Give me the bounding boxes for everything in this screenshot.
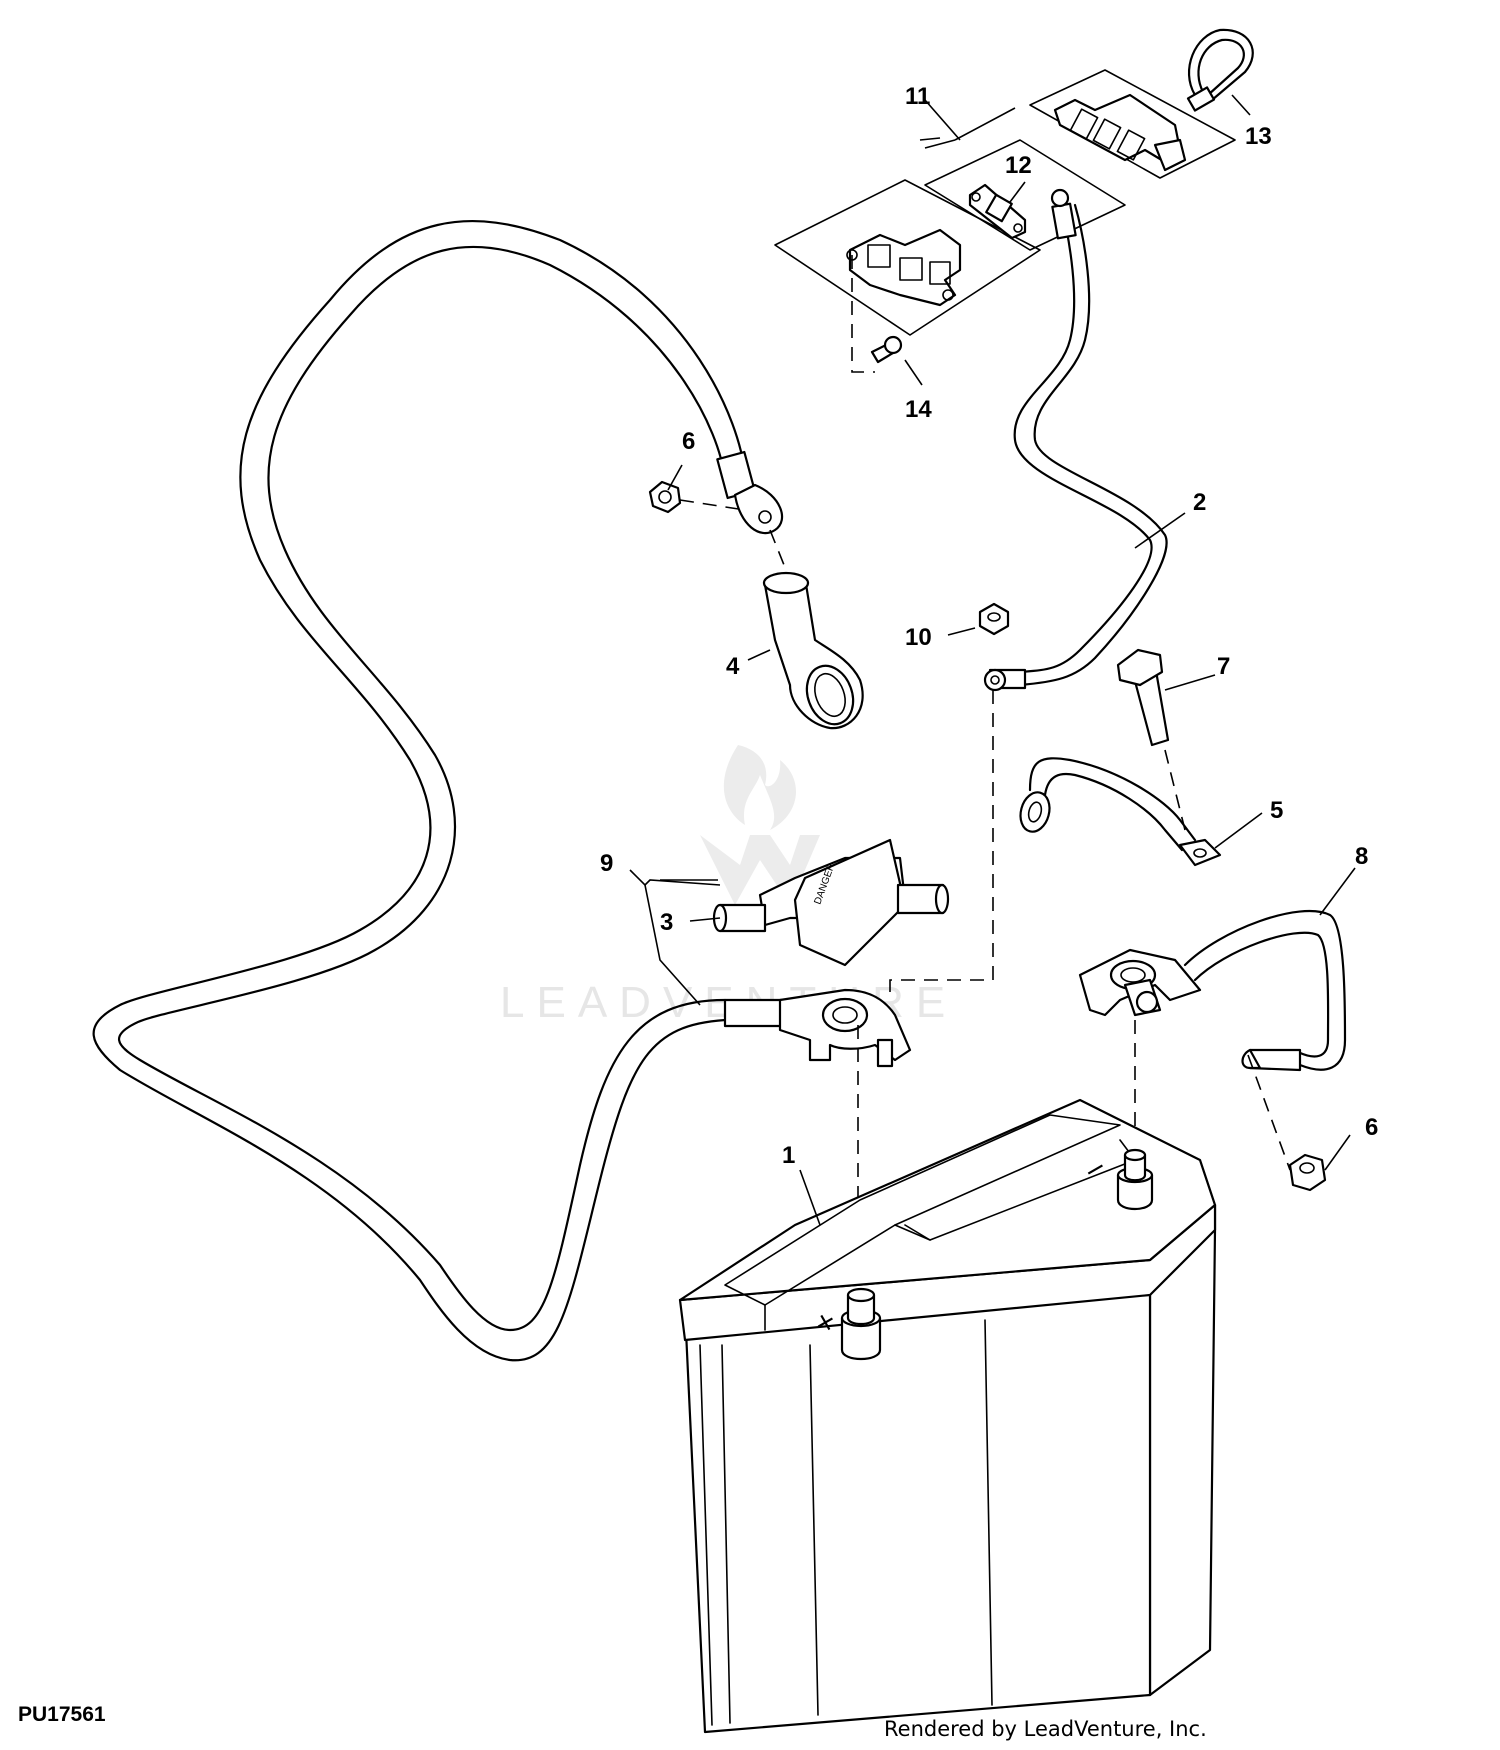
- callout-14: 14: [905, 396, 932, 423]
- battery: + −: [678, 1098, 1217, 1734]
- callout-7: 7: [1217, 653, 1230, 680]
- callout-6-upper: 6: [682, 428, 695, 455]
- nut-6-upper: [648, 480, 791, 581]
- callout-1: 1: [782, 1142, 795, 1169]
- dash-cable2-to-positive: [889, 690, 994, 995]
- callout-10: 10: [905, 624, 932, 651]
- ground-strap: [1019, 757, 1222, 867]
- nut-10: [947, 602, 1010, 636]
- callout-6-lower: 6: [1365, 1114, 1378, 1141]
- callout-2: 2: [1193, 489, 1206, 516]
- callout-5: 5: [1270, 797, 1283, 824]
- callout-leaders: [629, 94, 1356, 1226]
- fuse-bracket: [1053, 93, 1187, 172]
- callout-11: 11: [905, 83, 930, 110]
- cable-tie: [1186, 28, 1254, 112]
- cable-9: [92, 219, 787, 1362]
- bolt-7: [1116, 648, 1186, 831]
- fuse-mount-plate: [924, 139, 1126, 251]
- terminal-boot: [762, 571, 864, 730]
- callout-13: 13: [1245, 123, 1272, 150]
- cable-8: [1078, 910, 1347, 1171]
- callout-4: 4: [726, 653, 740, 680]
- cable-2: [983, 188, 1168, 692]
- callout-8: 8: [1355, 843, 1368, 870]
- callouts: 1 2 3 4 5 6 6 7 8 9 10 11 12 13 14: [600, 83, 1378, 1169]
- terminal-cover: DANGER: [712, 838, 950, 967]
- relay-block: [846, 228, 962, 307]
- fuse-holder: [968, 183, 1027, 240]
- render-credit: Rendered by LeadVenture, Inc.: [884, 1717, 1207, 1741]
- callout-9: 9: [600, 850, 613, 877]
- screw: [870, 335, 903, 364]
- nut-6-lower: [1288, 1153, 1327, 1192]
- relay-mount-plate: [774, 179, 1041, 336]
- callout-3: 3: [660, 909, 673, 936]
- figure-id: PU17561: [18, 1703, 106, 1726]
- relay-panel-group: [774, 28, 1254, 373]
- callout-12: 12: [1005, 152, 1032, 179]
